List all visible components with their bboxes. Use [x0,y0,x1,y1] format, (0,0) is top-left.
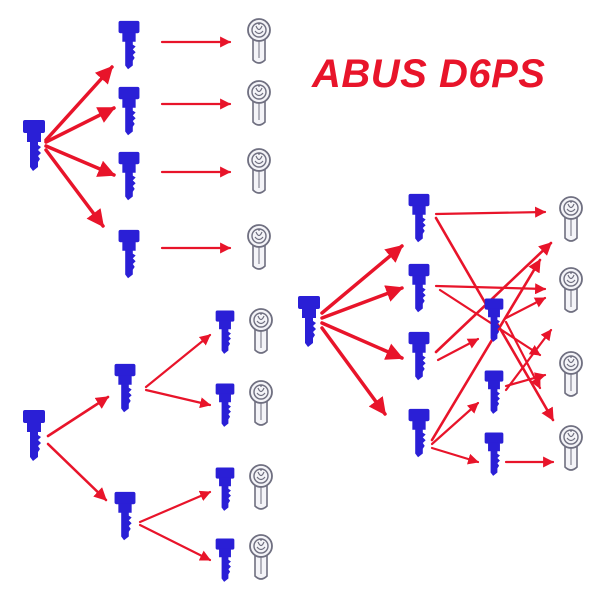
p3-arrow-s2-to-cyl-2 [504,328,553,392]
p3-group-key-4 [408,408,430,458]
p3-arrow-s2-to-cyl-3 [504,372,547,388]
p2-user-key-2 [215,383,235,427]
p1-key-2 [118,86,140,136]
p2-grand-master-key [23,410,45,461]
p1-arrow-master-to-key-2 [44,106,116,144]
p3-arrow-master-to-group-3 [320,321,404,360]
p2-cylinder-4 [249,534,273,580]
p3-sub-key-3 [484,432,504,476]
p3-arrow-g4-to-sub-3 [430,446,480,465]
p1-cylinder-4 [247,224,271,270]
p2-user-key-1 [215,310,235,354]
p3-arrow-g4-to-cyl-1 [430,258,542,442]
p2-arrow-group-2-to-user-3 [138,490,212,524]
p1-key-3 [118,151,140,201]
p2-group-key-2 [114,491,136,541]
p3-arrow-master-to-group-2 [320,285,404,320]
p3-arrow-s1-to-cyl-2 [504,296,547,320]
p3-cylinder-3 [559,351,583,397]
p1-cylinder-3 [247,148,271,194]
p3-cylinder-1 [559,196,583,242]
p1-arrow-master-to-key-1 [44,65,114,142]
p2-user-key-3 [215,467,235,511]
p2-cylinder-3 [249,464,273,510]
p2-user-key-4 [215,538,235,582]
keys-layer [23,20,504,582]
p3-cylinder-2 [559,267,583,313]
p3-arrow-g2-to-cyl-2 [434,283,547,295]
p3-arrow-g2-to-cyl-3 [438,288,542,357]
p3-master-key [298,296,320,347]
cylinders-layer [247,18,583,580]
p1-arrow-master-to-key-3 [44,144,116,177]
arrows-layer [44,36,555,562]
p3-arrow-g1-to-cyl-1 [434,206,547,218]
p3-group-key-3 [408,331,430,381]
p2-cylinder-1 [249,308,273,354]
p1-key-1 [118,20,140,70]
p1-master-key [23,120,45,171]
p1-arrow-master-to-key-4 [44,148,105,228]
p2-group-key-1 [114,363,136,413]
p2-arrow-to-group-key-1 [46,395,110,438]
p3-group-key-2 [408,263,430,313]
p3-sub-key-2 [484,370,504,414]
p3-group-key-1 [408,193,430,243]
p2-arrow-to-group-key-2 [46,442,108,502]
title-label: ABUS D6PS [312,52,546,96]
p1-cylinder-1 [247,18,271,64]
p2-arrow-group-2-to-user-4 [138,523,212,562]
p2-arrow-group-1-to-user-1 [144,333,212,389]
p3-arrow-g3-to-sub-1 [436,337,480,362]
p3-cylinder-4 [559,425,583,471]
p3-sub-key-1 [484,298,504,342]
p2-cylinder-2 [249,380,273,426]
p3-arrow-master-to-group-1 [320,244,404,315]
p2-arrow-group-1-to-user-2 [144,388,212,409]
p1-cylinder-2 [247,80,271,126]
p3-arrow-master-to-group-4 [320,326,387,416]
p1-key-4 [118,229,140,279]
p3-arrow-g4-to-sub-2 [430,401,480,446]
